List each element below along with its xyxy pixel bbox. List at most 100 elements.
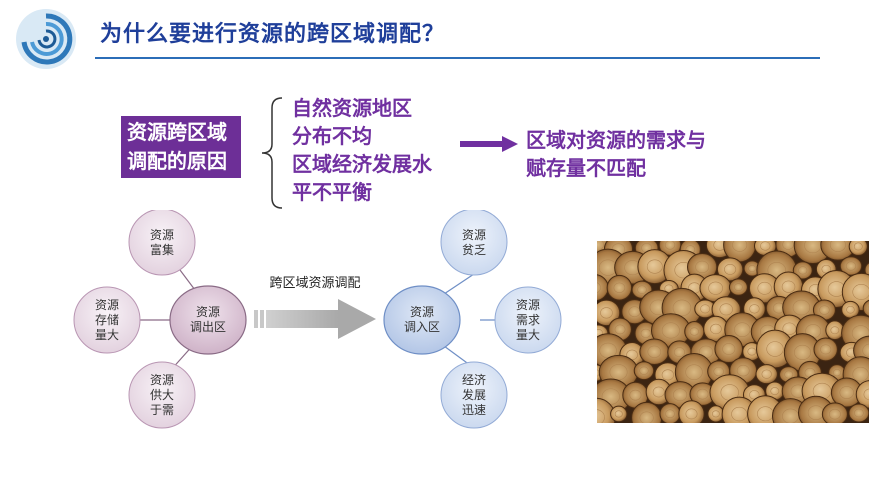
node-text: 资源 bbox=[94, 298, 119, 312]
log-ring bbox=[798, 266, 808, 275]
log-ring bbox=[713, 366, 724, 377]
log-ring bbox=[852, 284, 869, 300]
log-ring bbox=[734, 322, 751, 337]
node-text: 经济 bbox=[461, 373, 486, 387]
log-ring bbox=[614, 324, 626, 335]
node-text: 资源 bbox=[409, 305, 434, 319]
log-ring bbox=[853, 242, 863, 251]
log-ring bbox=[672, 299, 692, 317]
log-end bbox=[792, 261, 813, 280]
log-ring bbox=[766, 341, 784, 357]
log-end bbox=[678, 400, 705, 423]
log-ring bbox=[685, 364, 703, 380]
log-ring bbox=[781, 280, 796, 293]
log-ring bbox=[639, 366, 649, 375]
log-ring bbox=[672, 388, 688, 402]
left-mid-label: 资源 存储 量大 bbox=[87, 298, 127, 343]
log-ring bbox=[600, 307, 613, 319]
log-ring bbox=[782, 241, 794, 250]
result-line: 区域对资源的需求与 bbox=[526, 128, 706, 152]
log-ring bbox=[664, 284, 674, 293]
log-ring bbox=[792, 299, 811, 316]
reason-box: 资源跨区域 调配的原因 bbox=[121, 116, 241, 178]
log-ring bbox=[854, 408, 864, 418]
right-mid-node bbox=[494, 286, 562, 354]
node-text: 调入区 bbox=[403, 320, 440, 334]
log-ring bbox=[724, 264, 737, 275]
log-end bbox=[728, 278, 748, 296]
log-ring bbox=[761, 369, 772, 379]
log-ring bbox=[689, 327, 699, 336]
left-mid-node bbox=[73, 286, 141, 354]
right-top-node bbox=[440, 210, 508, 276]
log-ring bbox=[828, 408, 841, 420]
log-end bbox=[839, 256, 863, 276]
left-bot-node bbox=[128, 361, 196, 429]
left-top-label: 资源 富集 bbox=[142, 228, 182, 258]
reason-box-line: 资源跨区域 bbox=[127, 120, 227, 144]
log-end bbox=[821, 402, 848, 423]
log-ring bbox=[673, 347, 686, 358]
log-end bbox=[633, 361, 655, 381]
log-pile-photo bbox=[597, 241, 869, 423]
log-end bbox=[862, 299, 869, 317]
brace-icon bbox=[261, 97, 283, 209]
log-ring bbox=[597, 409, 605, 423]
node-text: 发展 bbox=[461, 388, 486, 402]
import-region-label: 资源 调入区 bbox=[392, 305, 452, 335]
node-text: 供大 bbox=[149, 388, 174, 402]
log-ring bbox=[839, 386, 854, 399]
right-mid-label: 资源 需求 量大 bbox=[508, 298, 548, 343]
node-text: 量大 bbox=[94, 328, 119, 342]
log-end bbox=[848, 241, 868, 256]
log-ring bbox=[760, 241, 771, 251]
node-text: 资源 bbox=[195, 305, 220, 319]
log-ring bbox=[784, 370, 794, 379]
node-text: 资源 bbox=[149, 228, 174, 242]
log-ring bbox=[652, 386, 665, 398]
node-text: 富集 bbox=[149, 243, 174, 257]
log-ring bbox=[747, 347, 757, 356]
reasons-list: 自然资源地区 分布不均 区域经济发展水 平不平衡 bbox=[292, 94, 432, 206]
log-ring bbox=[820, 344, 832, 355]
log-ring bbox=[832, 369, 842, 377]
page-title: 为什么要进行资源的跨区域调配？ bbox=[100, 22, 446, 47]
left-top-node bbox=[128, 210, 196, 276]
right-arrow-icon bbox=[460, 136, 518, 152]
log-end bbox=[714, 335, 744, 364]
log-end bbox=[610, 405, 628, 423]
result-text: 区域对资源的需求与 赋存量不匹配 bbox=[526, 126, 706, 182]
log-end bbox=[825, 320, 845, 341]
log-ring bbox=[710, 323, 722, 335]
log-ring bbox=[736, 364, 750, 377]
log-ring bbox=[722, 343, 736, 355]
log-end bbox=[707, 405, 725, 423]
log-ring bbox=[845, 261, 857, 271]
result-line: 赋存量不匹配 bbox=[526, 156, 646, 180]
log-ring bbox=[819, 305, 830, 315]
log-end bbox=[659, 403, 681, 423]
reason-line: 平不平衡 bbox=[292, 180, 372, 204]
log-ring bbox=[637, 285, 647, 295]
log-end bbox=[813, 337, 838, 362]
resource-transfer-diagram bbox=[73, 210, 562, 429]
log-ring bbox=[711, 410, 720, 418]
reason-line: 自然资源地区 bbox=[292, 96, 412, 120]
log-ring bbox=[846, 305, 855, 314]
log-ring bbox=[731, 406, 748, 422]
log-ring bbox=[695, 260, 710, 274]
swirl-logo-icon bbox=[16, 9, 76, 69]
node-text: 资源 bbox=[515, 298, 540, 312]
arrow-label: 跨区域资源调配 bbox=[269, 276, 361, 291]
log-ring bbox=[629, 389, 642, 401]
log-end bbox=[639, 338, 670, 366]
left-bot-label: 资源 供大 于需 bbox=[142, 373, 182, 418]
log-ring bbox=[597, 241, 604, 251]
node-text: 量大 bbox=[515, 328, 540, 342]
node-text: 贫乏 bbox=[461, 243, 486, 257]
import-region-node bbox=[383, 285, 461, 355]
log-ring bbox=[867, 305, 869, 311]
right-bot-node bbox=[440, 361, 508, 429]
log-end bbox=[716, 257, 744, 282]
log-ring bbox=[685, 408, 698, 420]
